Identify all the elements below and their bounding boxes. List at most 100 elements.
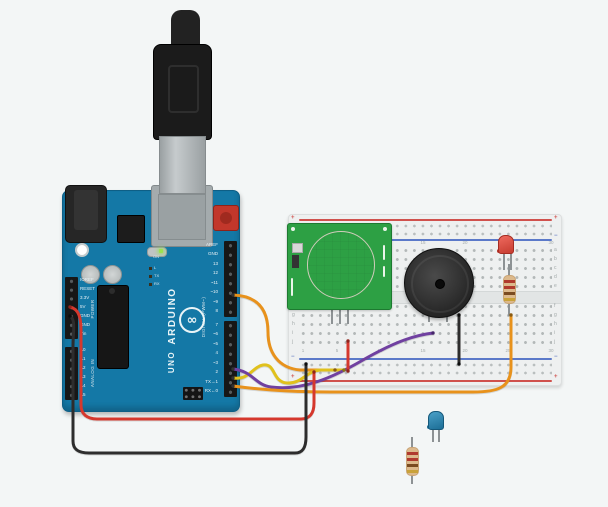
row-letter: c xyxy=(554,265,557,271)
wire-orange-long[interactable] xyxy=(231,313,513,394)
column-number: 1 xyxy=(301,348,305,353)
icsp-header xyxy=(183,387,203,400)
resistor[interactable] xyxy=(503,275,516,304)
pir-pin-leg xyxy=(339,305,341,324)
pir-component xyxy=(292,255,299,268)
usb-plug-metal xyxy=(159,136,206,194)
l-led xyxy=(149,267,152,270)
power-on-led xyxy=(159,249,163,253)
column-number: 5 xyxy=(335,348,339,353)
blue-led[interactable] xyxy=(428,411,444,430)
capacitor xyxy=(103,265,122,284)
pin-label: ~9 xyxy=(212,299,218,304)
pin-label: ~3 xyxy=(212,360,218,365)
resistor-band xyxy=(407,452,418,455)
pir-silk-marking xyxy=(291,278,293,296)
pin-label: GND xyxy=(208,251,218,256)
pir-silk-marking xyxy=(383,245,385,260)
usb-socket xyxy=(151,185,213,247)
capacitor xyxy=(81,265,100,284)
row-letter: a xyxy=(554,247,557,253)
row-letter: e xyxy=(554,283,557,289)
column-number: 20 xyxy=(462,240,468,245)
plus-sign: + xyxy=(554,374,558,380)
wire-end xyxy=(231,376,235,380)
power-jack xyxy=(65,185,107,243)
arduino-infinity-logo: ∞ xyxy=(179,307,205,333)
resistor-lead xyxy=(508,300,510,316)
pir-pin-leg xyxy=(331,305,333,324)
resistor[interactable] xyxy=(406,447,419,476)
pin-label: 3.3V xyxy=(80,295,90,300)
pin-label: GND xyxy=(80,322,90,327)
pin-label: ~11 xyxy=(210,280,218,285)
digital-header-top[interactable] xyxy=(224,241,237,317)
wire-end xyxy=(304,362,308,366)
pin-label: 13 xyxy=(212,261,218,266)
rx-led xyxy=(149,283,152,286)
pin-label: RX←0 xyxy=(204,388,218,393)
top-rail-positive-line xyxy=(299,219,552,221)
pir-mounting-hole xyxy=(383,227,387,231)
l-led-label: L xyxy=(154,265,157,270)
screw-hole xyxy=(75,243,89,257)
pin-label: A4 xyxy=(80,383,86,388)
row-letter: d xyxy=(554,274,557,280)
wire-orange-signal[interactable] xyxy=(231,293,337,372)
pin-label: A1 xyxy=(80,356,86,361)
led-leg xyxy=(438,429,440,442)
rx-led-label: RX xyxy=(154,281,160,286)
pir-mounting-hole xyxy=(291,227,295,231)
bottom-rail-negative-holes[interactable] xyxy=(299,362,552,368)
wire-black-ground[interactable] xyxy=(68,314,308,455)
pin-label: A2 xyxy=(80,365,86,370)
led-leg xyxy=(503,250,505,270)
column-number: 15 xyxy=(420,240,426,245)
atmega-chip xyxy=(97,285,129,369)
row-letter: j xyxy=(292,339,294,345)
buzzer-sound-hole xyxy=(435,279,445,289)
wire-end xyxy=(457,313,461,317)
pir-fresnel-dome xyxy=(307,231,375,299)
pir-silk-marking xyxy=(383,266,385,277)
row-letter: j xyxy=(554,339,556,345)
bottom-rail-positive-holes[interactable] xyxy=(299,370,552,376)
wire-end xyxy=(231,367,235,371)
pin-label: GND xyxy=(80,313,90,318)
tx-led xyxy=(149,275,152,278)
led-leg xyxy=(432,429,434,442)
pin-label: 5V xyxy=(80,304,86,309)
pin-label: A0 xyxy=(80,347,86,352)
top-rail-negative-line xyxy=(299,239,552,241)
pin-label: 12 xyxy=(212,270,218,275)
on-led-label: ON xyxy=(153,254,159,259)
row-letter: i xyxy=(554,330,556,336)
pin-label: Vin xyxy=(80,331,87,336)
pir-pin-leg xyxy=(347,305,349,324)
usb-plug-body[interactable] xyxy=(153,44,212,140)
column-number: 25 xyxy=(505,348,511,353)
wire-red-power[interactable] xyxy=(68,305,316,421)
minus-sign: − xyxy=(554,233,558,239)
row-letter: f xyxy=(554,303,556,309)
tx-led-label: TX xyxy=(154,273,160,278)
red-led[interactable] xyxy=(498,235,514,254)
led-leg xyxy=(510,250,512,270)
column-number: 30 xyxy=(548,240,554,245)
top-rail-negative-holes[interactable] xyxy=(299,231,552,237)
piezo-buzzer[interactable] xyxy=(404,248,474,318)
bottom-rail-negative-line xyxy=(299,358,552,360)
top-rail-positive-holes[interactable] xyxy=(299,223,552,229)
pir-motion-sensor[interactable] xyxy=(287,223,392,310)
resistor-band xyxy=(407,464,418,467)
pin-label: A3 xyxy=(80,374,86,379)
buzzer-ring xyxy=(411,255,469,313)
wire-end xyxy=(509,313,513,317)
plus-sign: + xyxy=(554,215,558,221)
reset-button[interactable] xyxy=(213,205,239,231)
crystal-oscillator xyxy=(147,247,167,257)
row-letter: h xyxy=(292,321,295,327)
wire-purple-signal[interactable] xyxy=(231,331,435,390)
